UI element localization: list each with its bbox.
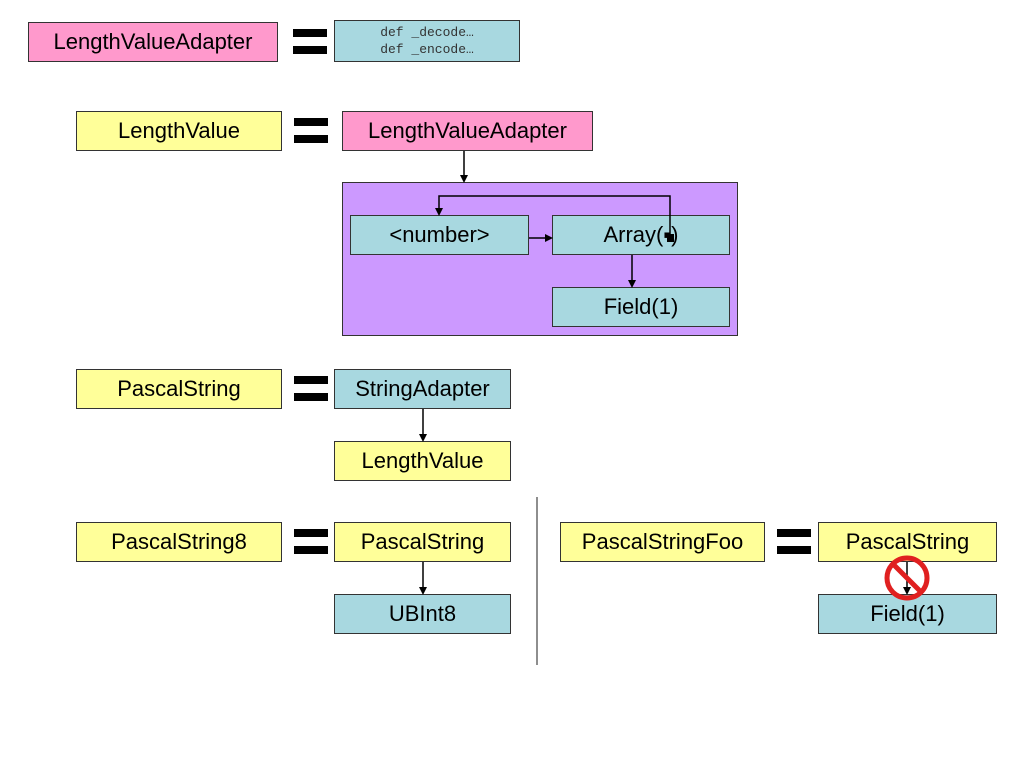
pascal-string-foo-label: PascalStringFoo — [560, 522, 765, 562]
equals-icon — [294, 376, 328, 410]
pascal-string8-label: PascalString8 — [76, 522, 282, 562]
pascal-string-foo-target-box: PascalString — [818, 522, 997, 562]
string-adapter-box: StringAdapter — [334, 369, 511, 409]
encode-code-line: def _encode… — [380, 42, 474, 57]
equals-icon — [294, 118, 328, 152]
pascal-string8-target-box: PascalString — [334, 522, 511, 562]
length-value-child-box: LengthValue — [334, 441, 511, 481]
ubint8-box: UBInt8 — [334, 594, 511, 634]
array-field-box: Field(1) — [552, 287, 730, 327]
adapter-code-box: def _decode… def _encode… — [334, 20, 520, 62]
foo-field-box: Field(1) — [818, 594, 997, 634]
prohibition-icon — [884, 555, 930, 601]
array-count-dot — [667, 234, 674, 242]
length-value-label: LengthValue — [76, 111, 282, 151]
equals-icon — [294, 529, 328, 563]
number-box: <number> — [350, 215, 529, 255]
length-value-adapter-label: LengthValueAdapter — [28, 22, 278, 62]
equals-icon — [293, 29, 327, 63]
equals-icon — [777, 529, 811, 563]
decode-code-line: def _decode… — [380, 25, 474, 40]
arrow-array-count-to-number — [435, 195, 671, 238]
length-value-adapter-box: LengthValueAdapter — [342, 111, 593, 151]
pascal-string-label: PascalString — [76, 369, 282, 409]
